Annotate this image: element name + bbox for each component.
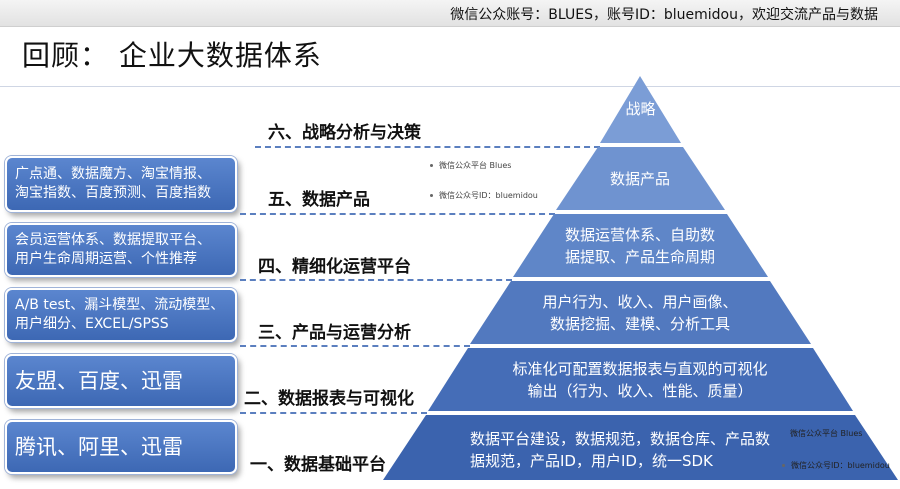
pyramid-text-4: 数据运营体系、自助数 据提取、产品生命周期 [530,224,750,268]
level-label-3: 三、产品与运营分析 [258,323,411,343]
pyramid-text-6: 战略 [600,98,681,120]
title-divider [0,86,900,87]
watermark: 微信公众平台 Blues [430,160,511,171]
side-box-infrastructure: 腾讯、阿里、迅雷 [5,420,237,474]
level-separator [240,345,470,347]
pyramid-line: 数据挖掘、建模、分析工具 [549,315,730,333]
pyramid-line: 标准化可配置数据报表与直观的可视化 [512,360,768,378]
pyramid-tier-operations [513,214,768,277]
watermark: 微信公众号ID：bluemidou [430,190,538,201]
header-bar: 微信公众账号：BLUES，账号ID：bluemidou，欢迎交流产品与数据 [0,0,900,27]
level-separator [255,146,600,148]
side-box-line: A/B test、漏斗模型、流动模型、 [15,297,225,313]
watermark-text: 微信公众平台 Blues [439,161,512,170]
side-box-line: 友盟、百度、迅雷 [15,369,183,393]
pyramid-line: 数据平台建设，数据规范，数据仓库、产品数 [470,430,771,448]
level-label-1: 一、数据基础平台 [250,455,386,475]
level-label-6: 六、战略分析与决策 [268,123,421,143]
pyramid-tier-data-products [556,147,725,210]
pyramid-line: 数据运营体系、自助数 [564,226,715,244]
level-label-5: 五、数据产品 [268,190,370,210]
watermark-text: 微信公众号ID：bluemidou [791,461,890,470]
pyramid-tier-reporting [428,348,853,411]
side-box-line: 淘宝指数、百度预测、百度指数 [15,185,211,201]
pyramid-tier-infrastructure [383,415,898,480]
pyramid-text-5: 数据产品 [570,168,710,190]
side-box-line: 用户细分、EXCEL/SPSS [15,316,169,332]
side-box-line: 用户生命周期运营、个性推荐 [15,251,197,267]
level-label-4: 四、精细化运营平台 [258,257,411,277]
header-note: 微信公众账号：BLUES，账号ID：bluemidou，欢迎交流产品与数据 [450,7,878,23]
pyramid-line: 据提取、产品生命周期 [564,248,715,266]
watermark: 微信公众平台 Blues [790,428,862,439]
watermark-text: 微信公众号ID：bluemidou [439,191,538,200]
pyramid-text-3: 用户行为、收入、用户画像、 数据挖掘、建模、分析工具 [490,291,790,335]
level-separator [240,213,555,215]
side-box-data-products: 广点通、数据魔方、淘宝情报、 淘宝指数、百度预测、百度指数 [5,156,237,212]
pyramid-line: 战略 [625,100,656,118]
page-title: 回顾： 企业大数据体系 [22,39,322,72]
pyramid-tier-analysis [470,281,811,344]
side-box-reporting: 友盟、百度、迅雷 [5,354,237,408]
watermark-text: 微信公众平台 Blues [790,429,863,438]
side-box-analysis: A/B test、漏斗模型、流动模型、 用户细分、EXCEL/SPSS [5,288,237,342]
bullet-icon [430,194,433,197]
side-box-operations-platform: 会员运营体系、数据提取平台、 用户生命周期运营、个性推荐 [5,223,237,277]
pyramid-line: 输出（行为、收入、性能、质量） [527,382,753,400]
side-box-line: 会员运营体系、数据提取平台、 [15,232,211,248]
side-box-line: 广点通、数据魔方、淘宝情报、 [15,166,211,182]
level-label-2: 二、数据报表与可视化 [244,389,414,409]
level-separator [240,412,427,414]
side-box-line: 腾讯、阿里、迅雷 [15,435,183,459]
level-separator [240,279,512,281]
watermark: 微信公众号ID：bluemidou [782,460,890,471]
bullet-icon [430,164,433,167]
bullet-icon [782,464,785,467]
pyramid-line: 据规范，产品ID，用户ID，统一SDK [470,452,713,470]
pyramid-text-1: 数据平台建设，数据规范，数据仓库、产品数 据规范，产品ID，用户ID，统一SDK [470,428,810,472]
pyramid-tier-strategy [600,76,681,143]
pyramid-line: 数据产品 [609,170,670,188]
pyramid-line: 用户行为、收入、用户画像、 [542,293,738,311]
pyramid-text-2: 标准化可配置数据报表与直观的可视化 输出（行为、收入、性能、质量） [450,358,830,402]
